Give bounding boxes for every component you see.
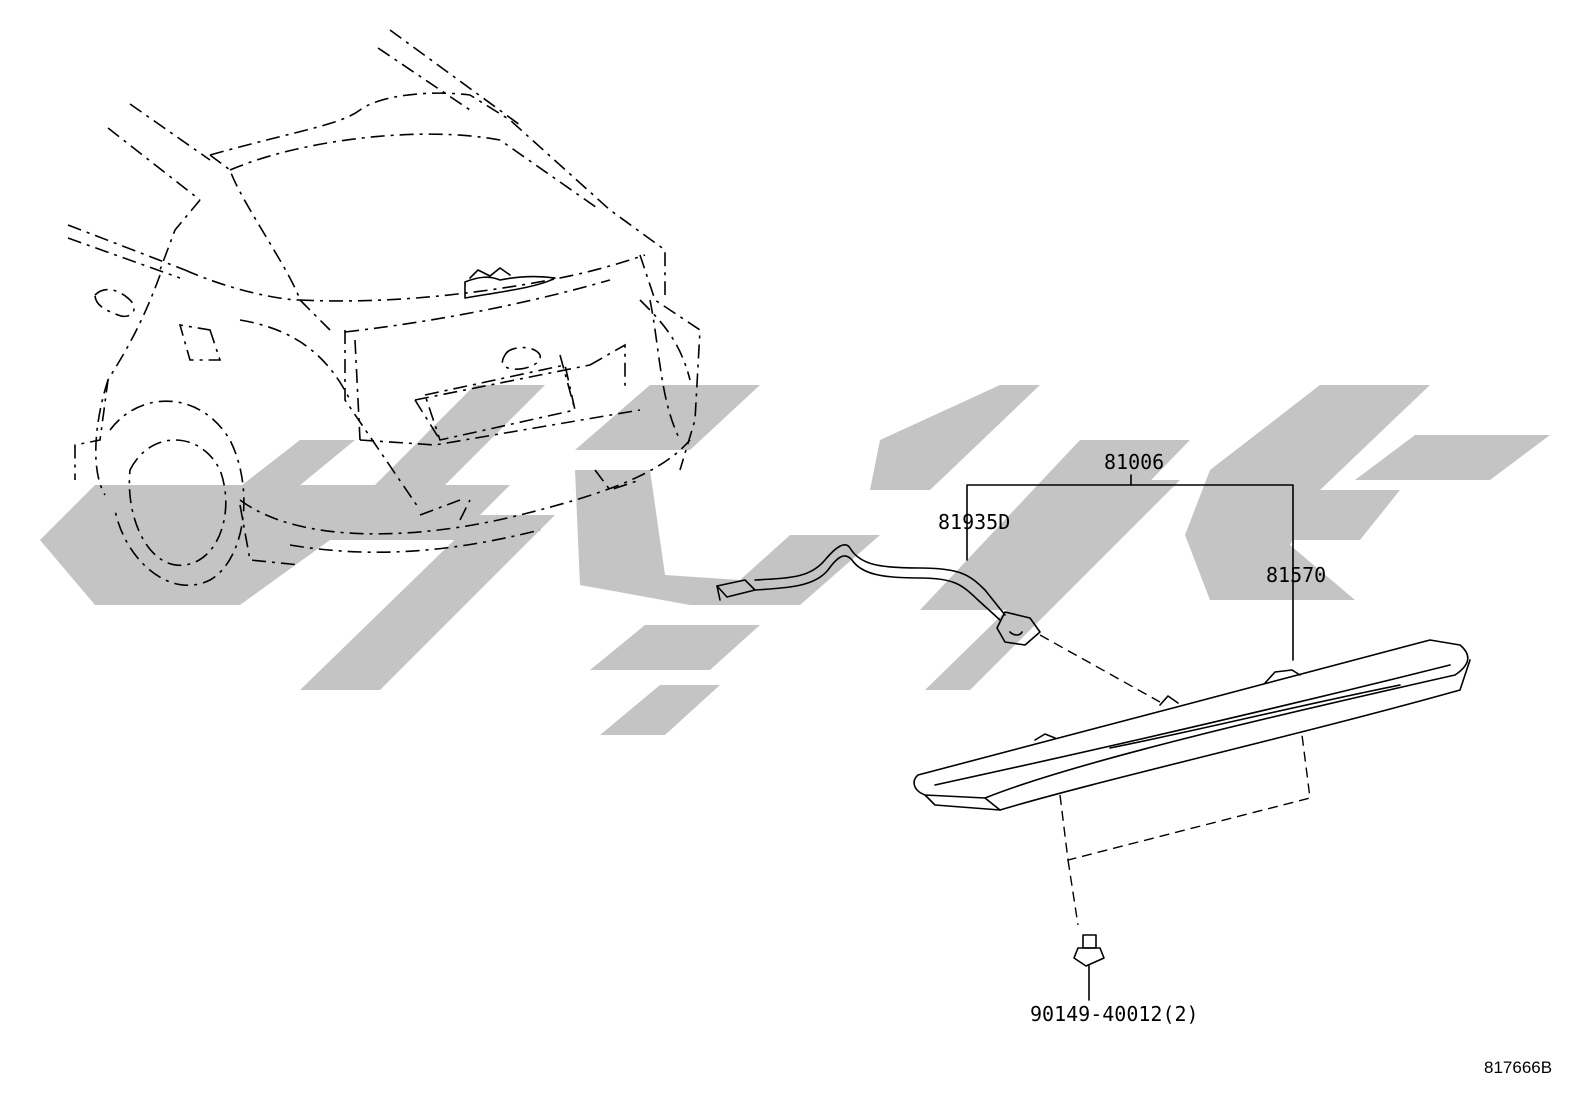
assembly-part-number: 81006 [1104,450,1165,474]
lamp-part-number: 81570 [1266,563,1327,587]
screw-guides [1059,734,1311,926]
screw-part [1073,934,1105,1001]
wire-harness [716,544,1161,703]
screw-part-number: 90149-40012(2) [1030,1002,1199,1026]
callout-leaders [966,474,1294,661]
watermark-logo [40,385,1550,735]
stop-lamp-assembly [913,639,1471,811]
vehicle-rear-view [67,29,701,586]
illustration-id: 817666B [1484,1058,1553,1077]
wire-part-number: 81935D [938,510,1011,534]
